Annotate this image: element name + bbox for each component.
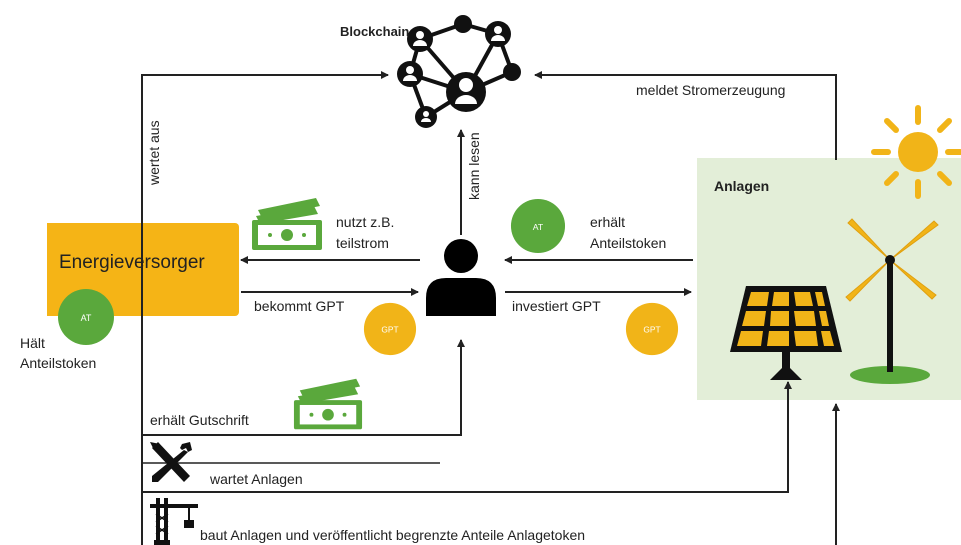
label-baut: baut Anlagen und veröffentlicht begrenzt… <box>200 527 586 543</box>
label-anlagen: Anlagen <box>714 178 770 194</box>
crane-icon <box>150 498 198 545</box>
token-at-anlagen: AT <box>510 198 566 254</box>
sun-icon <box>871 105 961 199</box>
blockchain-network-icon <box>397 15 521 128</box>
tools-icon <box>150 442 192 482</box>
token-at-energieversorger: AT <box>58 289 114 345</box>
label-gutschrift: erhält Gutschrift <box>150 412 249 428</box>
svg-text:AT: AT <box>533 222 544 232</box>
solar-panel-icon <box>730 286 842 380</box>
label-erhaelt-at: erhält Anteilstoken <box>590 214 667 251</box>
money-icon <box>252 198 322 250</box>
arrow-meldet <box>534 71 837 160</box>
arrow-wertet-aus <box>141 71 389 545</box>
label-meldet: meldet Stromerzeugung <box>636 82 786 98</box>
token-gpt-investiert: GPT <box>625 302 679 356</box>
label-wartet: wartet Anlagen <box>210 471 303 487</box>
label-haelt-anteilstoken: Hält Anteilstoken <box>20 335 97 371</box>
wind-turbine-icon <box>845 218 939 384</box>
blockchain-title: Blockchain <box>340 24 410 39</box>
arrow-gutschrift <box>142 339 465 436</box>
label-bekommt-gpt: bekommt GPT <box>254 298 345 314</box>
money-icon <box>293 378 363 430</box>
svg-text:GPT: GPT <box>643 325 660 335</box>
svg-text:GPT: GPT <box>381 325 398 335</box>
label-wertet-aus: wertet aus <box>146 120 162 185</box>
label-nutzt: nutzt z.B. teilstrom <box>336 214 395 251</box>
label-energieversorger: Energieversorger <box>59 252 205 273</box>
user-icon <box>426 239 496 316</box>
svg-text:AT: AT <box>81 313 92 323</box>
label-investiert-gpt: investiert GPT <box>512 298 601 314</box>
token-gpt-bekommt: GPT <box>363 302 417 356</box>
label-kann-lesen: kann lesen <box>466 132 482 200</box>
arrow-wartet <box>142 381 792 493</box>
